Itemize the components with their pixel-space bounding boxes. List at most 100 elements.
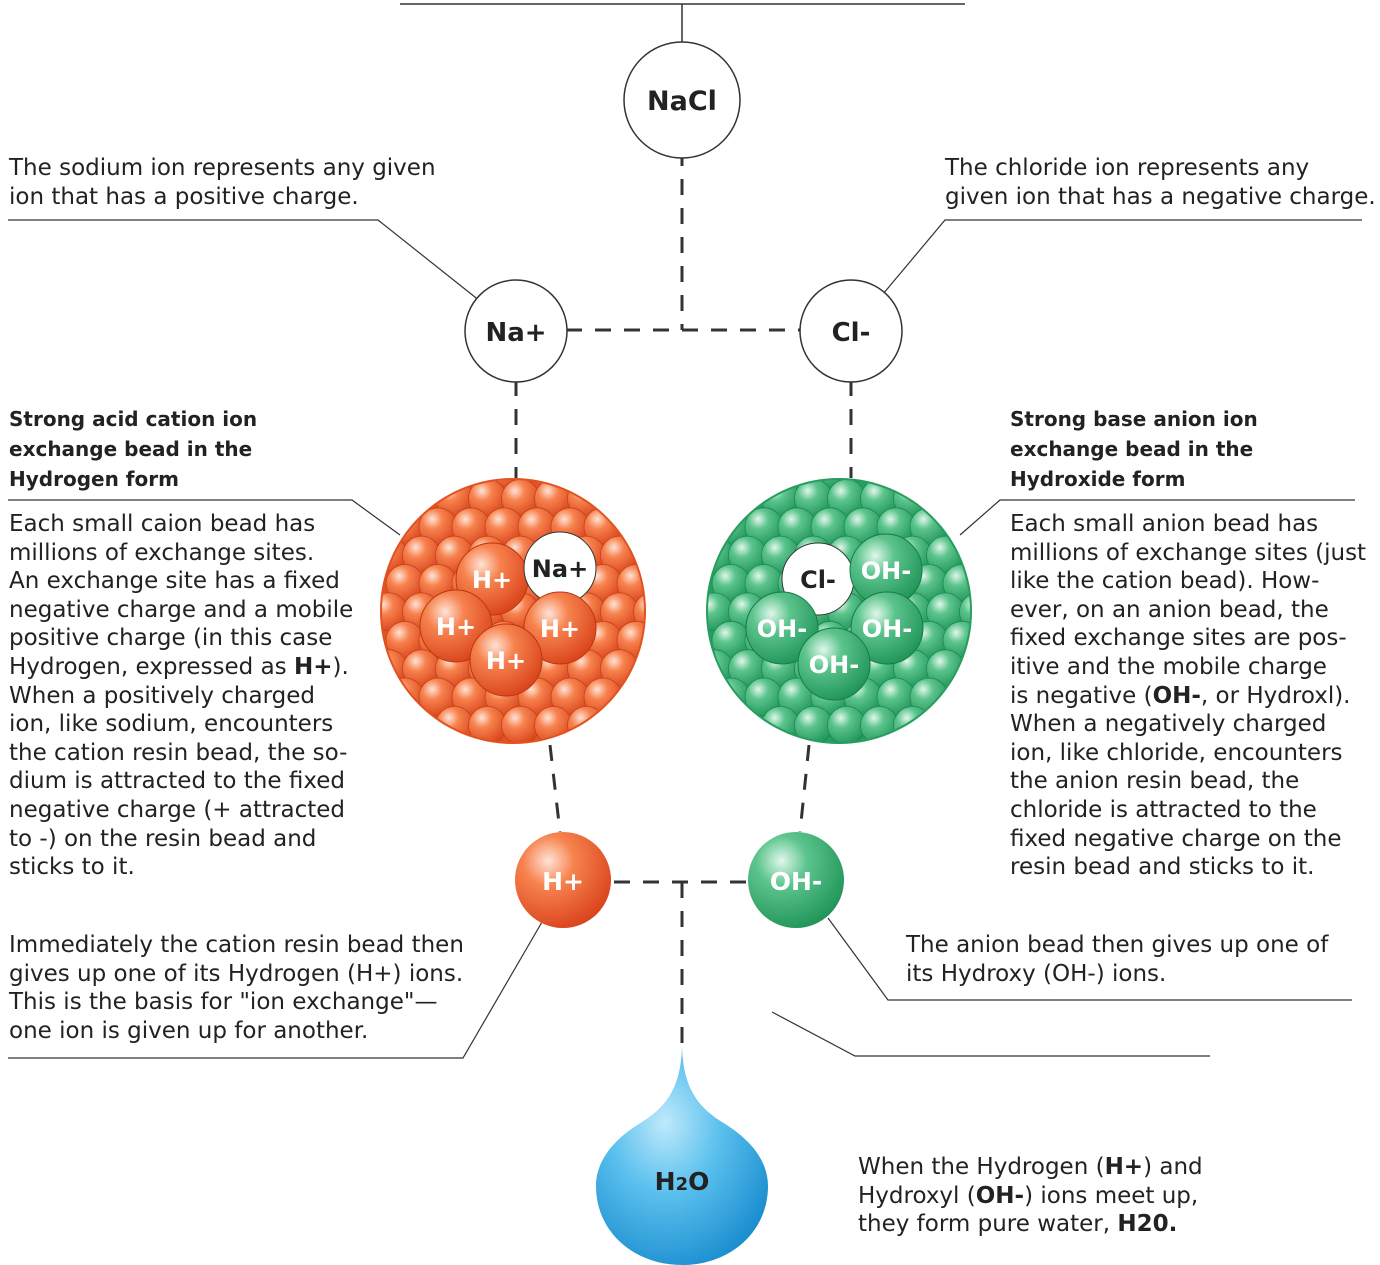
description-line: millions of exchange sites (just (1010, 539, 1367, 566)
anion-release-annotation: The anion bead then gives up one of its … (906, 931, 1328, 988)
resin-sphere (761, 706, 800, 742)
description-line: to -) on the resin bead and (9, 825, 317, 852)
anion-ion-oh-right (850, 591, 924, 665)
description-line: the anion resin bead, the (1010, 768, 1300, 795)
description-line: fixed exchange sites are pos- (1010, 625, 1347, 652)
hydrogen-ion-node (515, 832, 611, 928)
resin-sphere (501, 706, 540, 742)
description-line: like the cation bead). How- (1010, 568, 1320, 595)
annotation-line: The anion bead then gives up one of (906, 932, 1329, 958)
annotation-line: The sodium ion represents any given (9, 155, 436, 181)
anion-ion-label: OH- (862, 615, 912, 643)
description-line: is negative (OH-, or Hydroxl). (1010, 682, 1351, 709)
description-line: itive and the mobile charge (1010, 653, 1327, 680)
resin-sphere (827, 706, 866, 742)
resin-sphere (794, 706, 833, 742)
water-label: H2O (655, 1167, 710, 1196)
heading-line: Hydrogen form (9, 467, 179, 491)
description-line: fixed negative charge on the (1010, 825, 1342, 852)
anion-bead-description: Each small anion bead has millions of ex… (1010, 510, 1366, 882)
anion-bead-heading: Strong base anion ion exchange bead in t… (1010, 404, 1258, 494)
cation-ion-h-bottom (469, 623, 543, 697)
chloride-node (799, 279, 903, 383)
anion-ion-label: Cl- (800, 566, 836, 594)
cation-ion-label: H+ (472, 566, 512, 594)
ion-exchange-annotation: Immediately the cation resin bead then g… (9, 931, 464, 1045)
anion-ion-oh-bottom (797, 627, 871, 701)
anion-ion-label: OH- (809, 651, 859, 679)
description-line: ion, like sodium, encounters (9, 711, 334, 738)
heading-line: Strong base anion ion (1010, 407, 1258, 431)
annotation-line: This is the basis for "ion exchange"— (9, 989, 438, 1016)
water-drop (596, 1046, 768, 1265)
cation-ion-label: H+ (436, 613, 476, 641)
description-line: When a positively charged (9, 682, 316, 709)
annotation-line: one ion is given up for another. (9, 1017, 369, 1044)
cation-ion-label: Na+ (532, 555, 588, 583)
dashed-connectors (514, 150, 853, 1046)
resin-sphere (633, 592, 644, 632)
description-line: dium is attracted to the fixed (9, 768, 345, 795)
leader-lines (8, 219, 1362, 1059)
annotation-line: ion that has a positive charge. (9, 183, 359, 210)
description-line: An exchange site has a fixed (9, 568, 340, 595)
nacl-node (623, 41, 741, 159)
description-line: chloride is attracted to the (1010, 796, 1317, 823)
description-line: When a negatively charged (1010, 711, 1327, 738)
resin-sphere (860, 706, 899, 742)
annotation-line: given ion that has a negative charge. (945, 183, 1376, 210)
description-line: positive charge (in this case (9, 625, 333, 652)
description-line: sticks to it. (9, 854, 135, 881)
sodium-label: Na+ (485, 318, 546, 348)
description-line: Hydrogen, expressed as H+). (9, 653, 349, 680)
resin-sphere (567, 706, 606, 742)
resin-sphere (893, 706, 932, 742)
annotation-line: its Hydroxy (OH-) ions. (906, 960, 1167, 987)
annotation-line: Immediately the cation resin bead then (9, 932, 464, 958)
hydroxide-ion-label: OH- (770, 867, 823, 896)
chloride-annotation: The chloride ion represents any given io… (945, 154, 1376, 211)
water-annotation: When the Hydrogen (H+) and Hydroxyl (OH-… (858, 1153, 1203, 1239)
annotation-line: they form pure water, H20. (858, 1211, 1178, 1238)
heading-line: exchange bead in the (9, 437, 253, 461)
cation-ion-label: H+ (486, 647, 526, 675)
heading-line: Strong acid cation ion (9, 407, 258, 431)
annotation-line: gives up one of its Hydrogen (H+) ions. (9, 960, 464, 987)
description-line: resin bead and sticks to it. (1010, 854, 1315, 881)
resin-sphere (385, 677, 425, 717)
description-line: negative charge (+ attracted (9, 796, 345, 823)
chloride-label: Cl- (832, 318, 871, 348)
cation-bead-description: Each small caion bead has millions of ex… (9, 510, 353, 882)
resin-sphere (435, 706, 474, 742)
nacl-label: NaCl (647, 86, 717, 117)
anion-ion-label: OH- (757, 615, 807, 643)
resin-sphere (534, 706, 573, 742)
anion-ion-oh-left (745, 591, 819, 665)
anion-resin-bead: Cl- OH- OH- OH- OH- (706, 478, 972, 744)
resin-sphere (468, 706, 507, 742)
resin-sphere (959, 592, 970, 632)
sodium-node (464, 279, 568, 383)
anion-ion-label: OH- (861, 557, 911, 585)
annotation-line: Hydroxyl (OH-) ions meet up, (858, 1182, 1199, 1209)
heading-line: Hydroxide form (1010, 467, 1186, 491)
hydrogen-ion-label: H+ (542, 867, 584, 896)
cation-ion-label: H+ (540, 615, 580, 643)
annotation-line: The chloride ion represents any (945, 155, 1310, 181)
description-line: millions of exchange sites. (9, 539, 315, 566)
annotation-line: When the Hydrogen (H+) and (858, 1154, 1203, 1180)
cation-bead-heading: Strong acid cation ion exchange bead in … (9, 404, 257, 494)
heading-line: exchange bead in the (1010, 437, 1254, 461)
resin-sphere (711, 677, 751, 717)
description-line: ion, like chloride, encounters (1010, 739, 1343, 766)
sodium-annotation: The sodium ion represents any given ion … (9, 154, 436, 211)
description-line: Each small caion bead has (9, 511, 316, 537)
description-line: ever, on an anion bead, the (1010, 596, 1329, 623)
description-line: negative charge and a mobile (9, 596, 354, 623)
description-line: Each small anion bead has (1010, 511, 1319, 537)
cation-ion-h-right (523, 591, 597, 665)
description-line: the cation resin bead, the so- (9, 739, 348, 766)
cation-resin-bead: H+ Na+ H+ H+ H+ (380, 478, 646, 744)
hydroxide-ion-node (748, 832, 844, 928)
